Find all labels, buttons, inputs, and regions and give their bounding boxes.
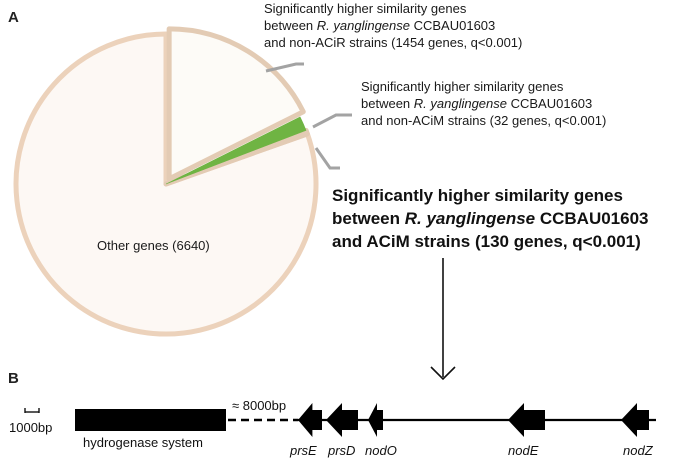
slice-non-aciR — [166, 26, 306, 182]
scale-bar: 1000bp — [9, 408, 52, 435]
hydrogenase-block — [75, 409, 226, 431]
gene-arrows: prsE prsD nodO nodE nodZ — [289, 403, 654, 458]
slice-aciM — [165, 116, 307, 185]
gene-arrow-nodZ — [621, 403, 649, 437]
slice-label-other: Other genes (6640) — [97, 238, 210, 253]
gene-arrow-prsD — [326, 403, 358, 437]
gene-label-prsE: prsE — [289, 443, 317, 458]
panel-b-label: B — [8, 370, 19, 387]
slice-other-genes — [13, 31, 319, 337]
gene-label-nodE: nodE — [508, 443, 539, 458]
down-arrow — [430, 258, 456, 381]
leader-aciM — [314, 147, 340, 170]
gene-label-nodO: nodO — [365, 443, 397, 458]
gene-arrow-nodE — [508, 403, 545, 437]
hydrogenase-label: hydrogenase system — [83, 435, 203, 450]
pie-chart: Other genes (6640) — [13, 26, 319, 337]
leader-lines — [265, 62, 352, 170]
gene-arrow-prsE — [298, 403, 322, 437]
gene-label-nodZ: nodZ — [623, 443, 654, 458]
gene-arrow-nodO — [368, 403, 383, 437]
leader-non-aciM — [312, 113, 352, 129]
panel-a-label: A — [8, 9, 19, 26]
scale-bar-label: 1000bp — [9, 420, 52, 435]
gene-label-prsD: prsD — [327, 443, 355, 458]
leader-non-aciR — [265, 62, 304, 73]
gap-label: ≈ 8000bp — [232, 398, 286, 413]
